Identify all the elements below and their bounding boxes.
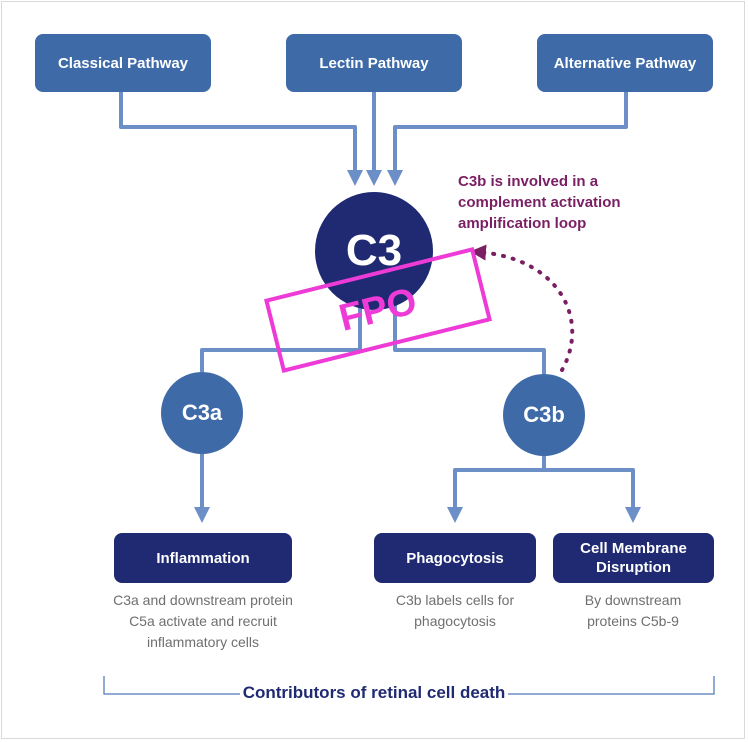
classical-to-c3-arrow — [119, 92, 363, 186]
contributors-label: Contributors of retinal cell death — [240, 683, 508, 703]
cell-membrane-disruption-description: By downstream proteins C5b-9 — [584, 592, 682, 629]
amplification-loop-note: C3b is involved in a complement activati… — [458, 173, 621, 232]
phagocytosis-description: C3b labels cells for phagocytosis — [395, 592, 515, 629]
alternative-to-c3-arrow — [387, 92, 628, 186]
alternative-pathway-label: Alternative Pathway — [553, 54, 697, 72]
c3b-to-membrane-arrow — [544, 468, 641, 523]
c3-to-c3b-line — [393, 303, 546, 374]
amplification-loop-dotted-arrow — [470, 244, 575, 372]
inflammation-box: Inflammation — [114, 533, 292, 583]
lectin-pathway-box: Lectin Pathway — [286, 34, 462, 92]
inflammation-description: C3a and downstream protein C5a activate … — [113, 592, 293, 650]
contributors-bracket — [103, 676, 715, 695]
alternative-pathway-box: Alternative Pathway — [537, 34, 713, 92]
c3b-node: C3b — [503, 374, 585, 456]
classical-pathway-box: Classical Pathway — [35, 34, 211, 92]
c3a-label: C3a — [181, 400, 223, 425]
phagocytosis-label: Phagocytosis — [406, 549, 504, 567]
cell-membrane-disruption-label: Cell Membrane Disruption — [580, 540, 687, 576]
cell-membrane-disruption-box: Cell Membrane Disruption — [553, 533, 714, 583]
c3b-to-phagocytosis-arrow — [447, 468, 544, 523]
c3a-node: C3a — [161, 372, 243, 454]
phagocytosis-box: Phagocytosis — [374, 533, 536, 583]
c3-node: C3 — [315, 192, 433, 310]
c3b-label: C3b — [523, 402, 565, 427]
c3-to-c3a-line — [200, 303, 362, 372]
c3-label: C3 — [345, 226, 403, 275]
classical-pathway-label: Classical Pathway — [57, 54, 189, 72]
lectin-pathway-label: Lectin Pathway — [319, 54, 429, 72]
inflammation-label: Inflammation — [156, 549, 250, 567]
